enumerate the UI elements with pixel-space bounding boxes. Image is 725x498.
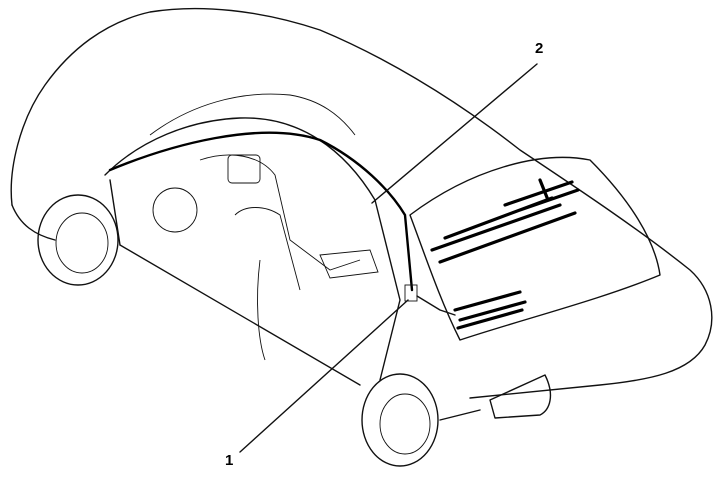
antenna-wire [108, 131, 456, 316]
callout-2: 2 [535, 40, 544, 57]
rear-wheel [361, 373, 439, 467]
callout-1: 1 [225, 452, 234, 469]
leader-line-2 [371, 63, 538, 204]
front-wheel [37, 194, 119, 286]
leader-line-1 [239, 299, 409, 453]
leader-lines [239, 63, 538, 453]
tail-light [489, 374, 552, 419]
rear-defogger-grid [430, 178, 580, 330]
car-body-outline [10, 7, 713, 421]
cabin-interior [104, 93, 401, 381]
